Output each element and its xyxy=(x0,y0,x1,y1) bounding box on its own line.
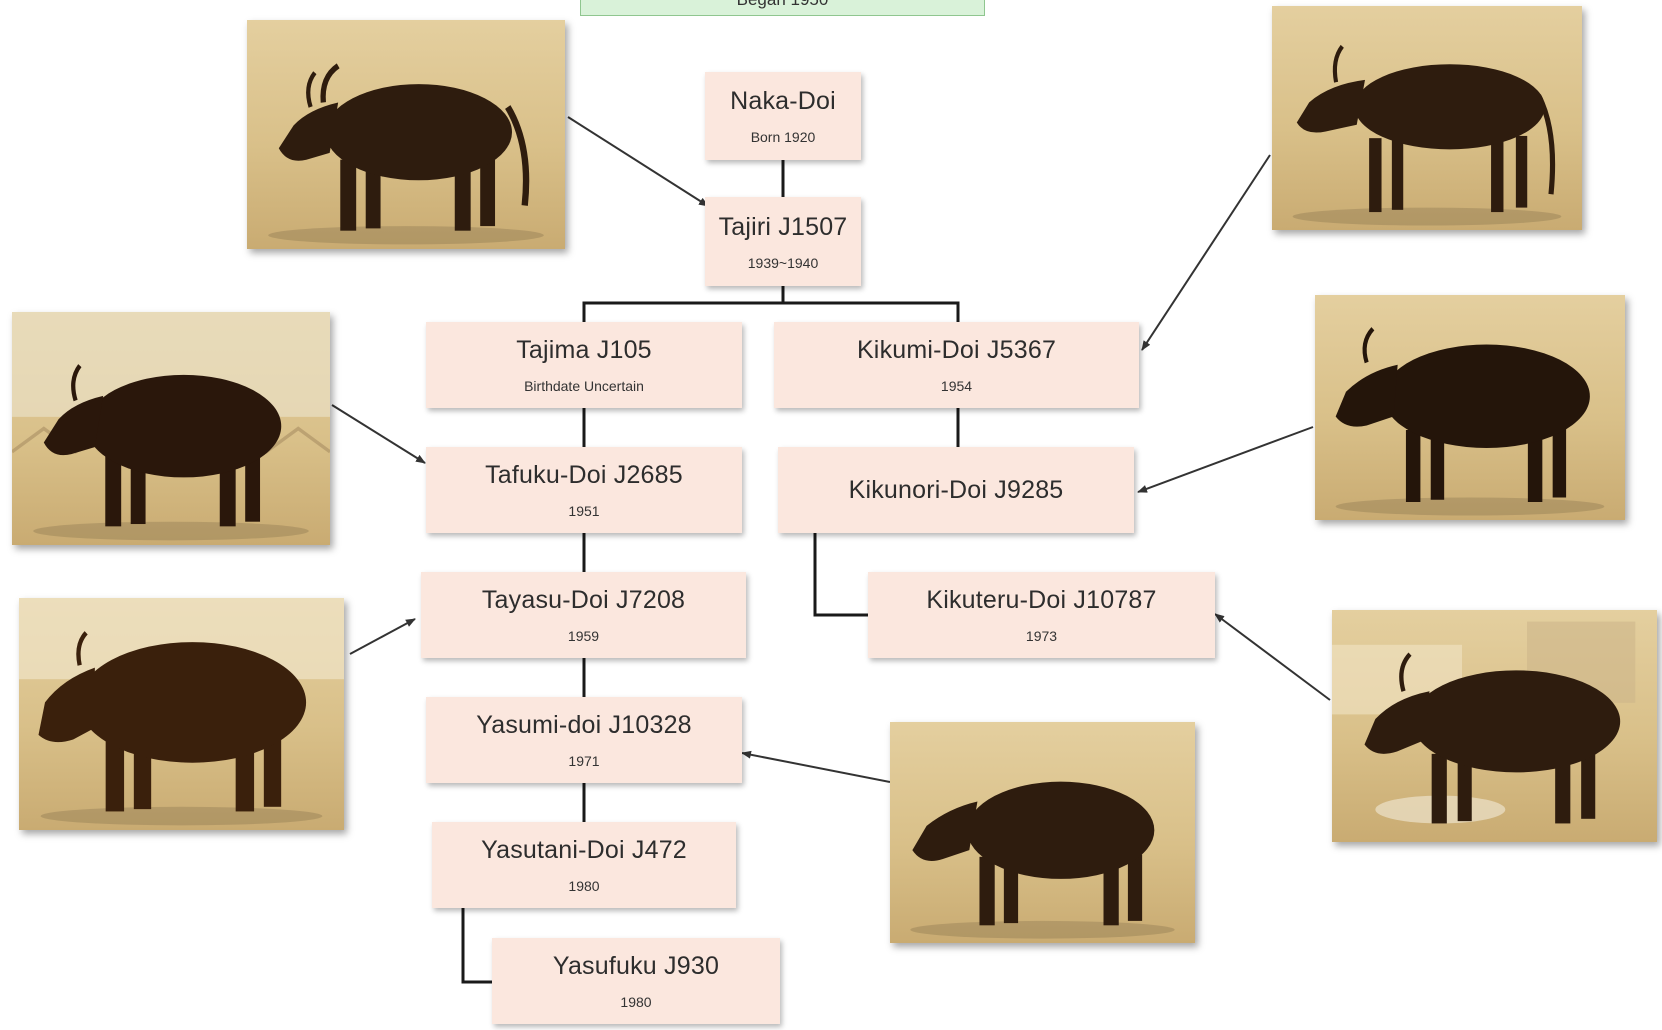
arrow-photo-tajima xyxy=(332,405,425,463)
node-date: 1971 xyxy=(568,752,599,770)
bull-photo-icon xyxy=(890,722,1195,943)
node-yasumi-doi: Yasumi-doi J10328 1971 xyxy=(426,697,742,783)
node-kikuteru-doi: Kikuteru-Doi J10787 1973 xyxy=(868,572,1215,658)
node-date: 1980 xyxy=(568,877,599,895)
node-date: 1951 xyxy=(568,502,599,520)
photo-kikumi xyxy=(1272,6,1582,230)
node-tafuku-doi: Tafuku-Doi J2685 1951 xyxy=(426,447,742,533)
connector-yasutani-yasufuku xyxy=(463,908,492,982)
node-date: 1980 xyxy=(620,993,651,1011)
header-caption: Began 1950 xyxy=(737,0,829,9)
header-box: Began 1950 xyxy=(580,0,985,16)
node-yasutani-doi: Yasutani-Doi J472 1980 xyxy=(432,822,736,908)
node-naka-doi: Naka-Doi Born 1920 xyxy=(705,72,861,160)
photo-kikunori xyxy=(1315,295,1625,520)
node-name: Naka-Doi xyxy=(730,86,836,116)
arrow-photo-kikuteru xyxy=(1215,614,1330,700)
arrow-photo-yasumi xyxy=(742,753,890,782)
node-name: Tajiri J1507 xyxy=(719,212,848,242)
node-yasufuku: Yasufuku J930 1980 xyxy=(492,938,780,1024)
node-kikumi-doi: Kikumi-Doi J5367 1954 xyxy=(774,322,1139,408)
node-date: Birthdate Uncertain xyxy=(524,377,644,395)
photo-tajiri xyxy=(247,20,565,249)
node-name: Kikuteru-Doi J10787 xyxy=(926,585,1156,615)
node-tajiri: Tajiri J1507 1939~1940 xyxy=(705,197,861,286)
node-tayasu-doi: Tayasu-Doi J7208 1959 xyxy=(421,572,746,658)
bull-photo-icon xyxy=(1272,6,1582,230)
photo-tayasu xyxy=(19,598,344,830)
bull-photo-icon xyxy=(1315,295,1625,520)
node-name: Kikumi-Doi J5367 xyxy=(857,335,1056,365)
node-name: Tajima J105 xyxy=(516,335,652,365)
node-name: Yasumi-doi J10328 xyxy=(476,710,692,740)
node-date: 1973 xyxy=(1026,627,1057,645)
bull-photo-icon xyxy=(19,598,344,830)
arrow-photo-kikunori xyxy=(1138,427,1313,492)
connector-tajiri-kikumi xyxy=(783,303,958,322)
photo-yasumi xyxy=(890,722,1195,943)
arrow-photo-tayasu xyxy=(350,619,415,654)
node-name: Yasutani-Doi J472 xyxy=(481,835,687,865)
node-date: 1954 xyxy=(941,377,972,395)
node-name: Tayasu-Doi J7208 xyxy=(482,585,685,615)
bull-photo-icon xyxy=(247,20,565,249)
connector-tajiri-branch xyxy=(584,286,783,322)
node-kikunori-doi: Kikunori-Doi J9285 xyxy=(778,447,1134,533)
bull-photo-icon xyxy=(1332,610,1657,842)
node-name: Kikunori-Doi J9285 xyxy=(849,475,1064,505)
node-date: 1959 xyxy=(568,627,599,645)
bull-photo-icon xyxy=(12,312,330,545)
node-name: Tafuku-Doi J2685 xyxy=(485,460,683,490)
arrow-photo-tajiri xyxy=(568,117,708,206)
photo-tajima xyxy=(12,312,330,545)
node-tajima: Tajima J105 Birthdate Uncertain xyxy=(426,322,742,408)
node-name: Yasufuku J930 xyxy=(553,951,719,981)
photo-kikuteru xyxy=(1332,610,1657,842)
arrow-photo-kikumi xyxy=(1142,155,1270,350)
connector-kikunori-kikuteru xyxy=(815,533,868,615)
node-date: Born 1920 xyxy=(751,128,816,146)
node-date: 1939~1940 xyxy=(748,254,818,272)
